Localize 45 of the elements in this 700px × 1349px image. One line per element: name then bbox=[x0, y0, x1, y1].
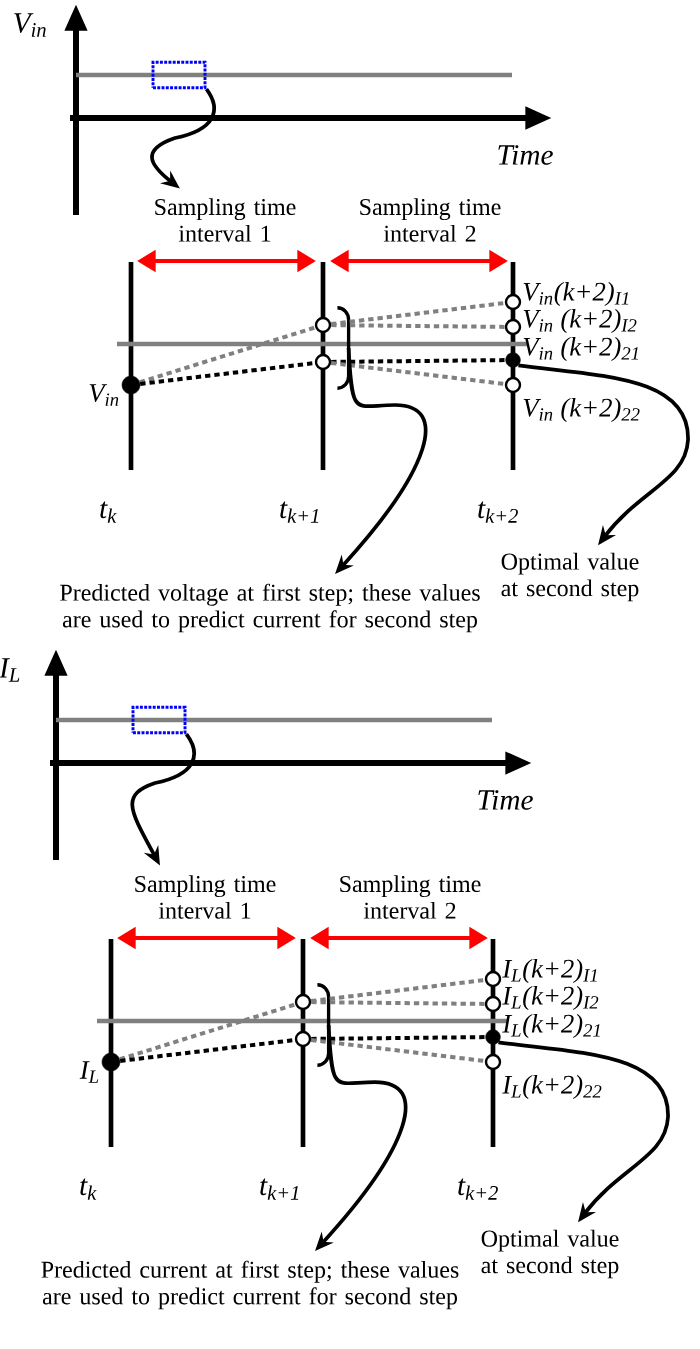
time-label: t$_{k+2}$ bbox=[478, 501, 518, 523]
dotted-line bbox=[330, 301, 506, 326]
time-label: t$_{k+2}$ bbox=[458, 1178, 498, 1200]
value-label: V$_{in}$ (k+2)$_{22}$ bbox=[523, 397, 640, 423]
dotted-line bbox=[119, 1002, 296, 1062]
dotted-line bbox=[310, 1038, 486, 1063]
interval-label: Sampling time interval 1 bbox=[135, 875, 276, 919]
interval-label: Sampling time interval 2 bbox=[360, 198, 501, 242]
value-label: V$_{in}$ (k+2)$_{I2}$ bbox=[523, 308, 637, 334]
dotted-line bbox=[310, 978, 486, 1003]
value-label: I$_{L}$ bbox=[79, 1061, 99, 1083]
time-label: t$_{k+1}$ bbox=[260, 1178, 299, 1200]
value-label: I$_{L}$(k+2)$_{21}$ bbox=[502, 1013, 600, 1039]
value-label: I$_{L}$(k+2)$_{22}$ bbox=[502, 1074, 602, 1100]
dotted-line bbox=[330, 361, 506, 386]
dotted-line bbox=[331, 323, 505, 329]
time-label: t$_{k}$ bbox=[100, 501, 117, 523]
annotation-text: Optimal value at second step bbox=[481, 1229, 619, 1279]
annotation-text: Optimal value at second step bbox=[501, 552, 639, 602]
interval-label: Sampling time interval 2 bbox=[340, 875, 481, 919]
dotted-line bbox=[139, 325, 316, 385]
value-label: V$_{in}$ (k+2)$_{21}$ bbox=[523, 336, 638, 362]
time-label: t$_{k}$ bbox=[80, 1178, 97, 1200]
annotation-text: Predicted voltage at first step; these values are used to predict current for second step bbox=[60, 583, 480, 633]
open-point bbox=[314, 353, 332, 371]
open-point bbox=[294, 1030, 312, 1048]
dotted-line bbox=[331, 358, 506, 364]
dotted-line bbox=[311, 1000, 485, 1006]
value-label: V$_{in}$(k+2)$_{I1}$ bbox=[523, 281, 629, 307]
dotted-line bbox=[311, 1035, 486, 1041]
value-label: I$_{L}$(k+2)$_{I1}$ bbox=[502, 958, 597, 984]
value-label: I$_{L}$(k+2)$_{I2}$ bbox=[502, 985, 599, 1011]
annotation-text: Predicted current at first step; these values are used to predict current for second step bbox=[41, 1260, 459, 1310]
selection-box bbox=[131, 705, 187, 735]
bracket bbox=[317, 983, 331, 1067]
open-point bbox=[314, 316, 332, 334]
value-label: V$_{in}$ bbox=[89, 384, 119, 406]
open-point bbox=[294, 993, 312, 1011]
axis-label: Time bbox=[478, 790, 533, 810]
time-label: t$_{k+1}$ bbox=[280, 501, 319, 523]
selection-box bbox=[151, 60, 207, 90]
axis-label: V$_{in}$ bbox=[14, 13, 46, 37]
interval-label: Sampling time interval 1 bbox=[155, 198, 296, 242]
bracket bbox=[337, 306, 351, 390]
axis-label: Time bbox=[498, 145, 553, 165]
